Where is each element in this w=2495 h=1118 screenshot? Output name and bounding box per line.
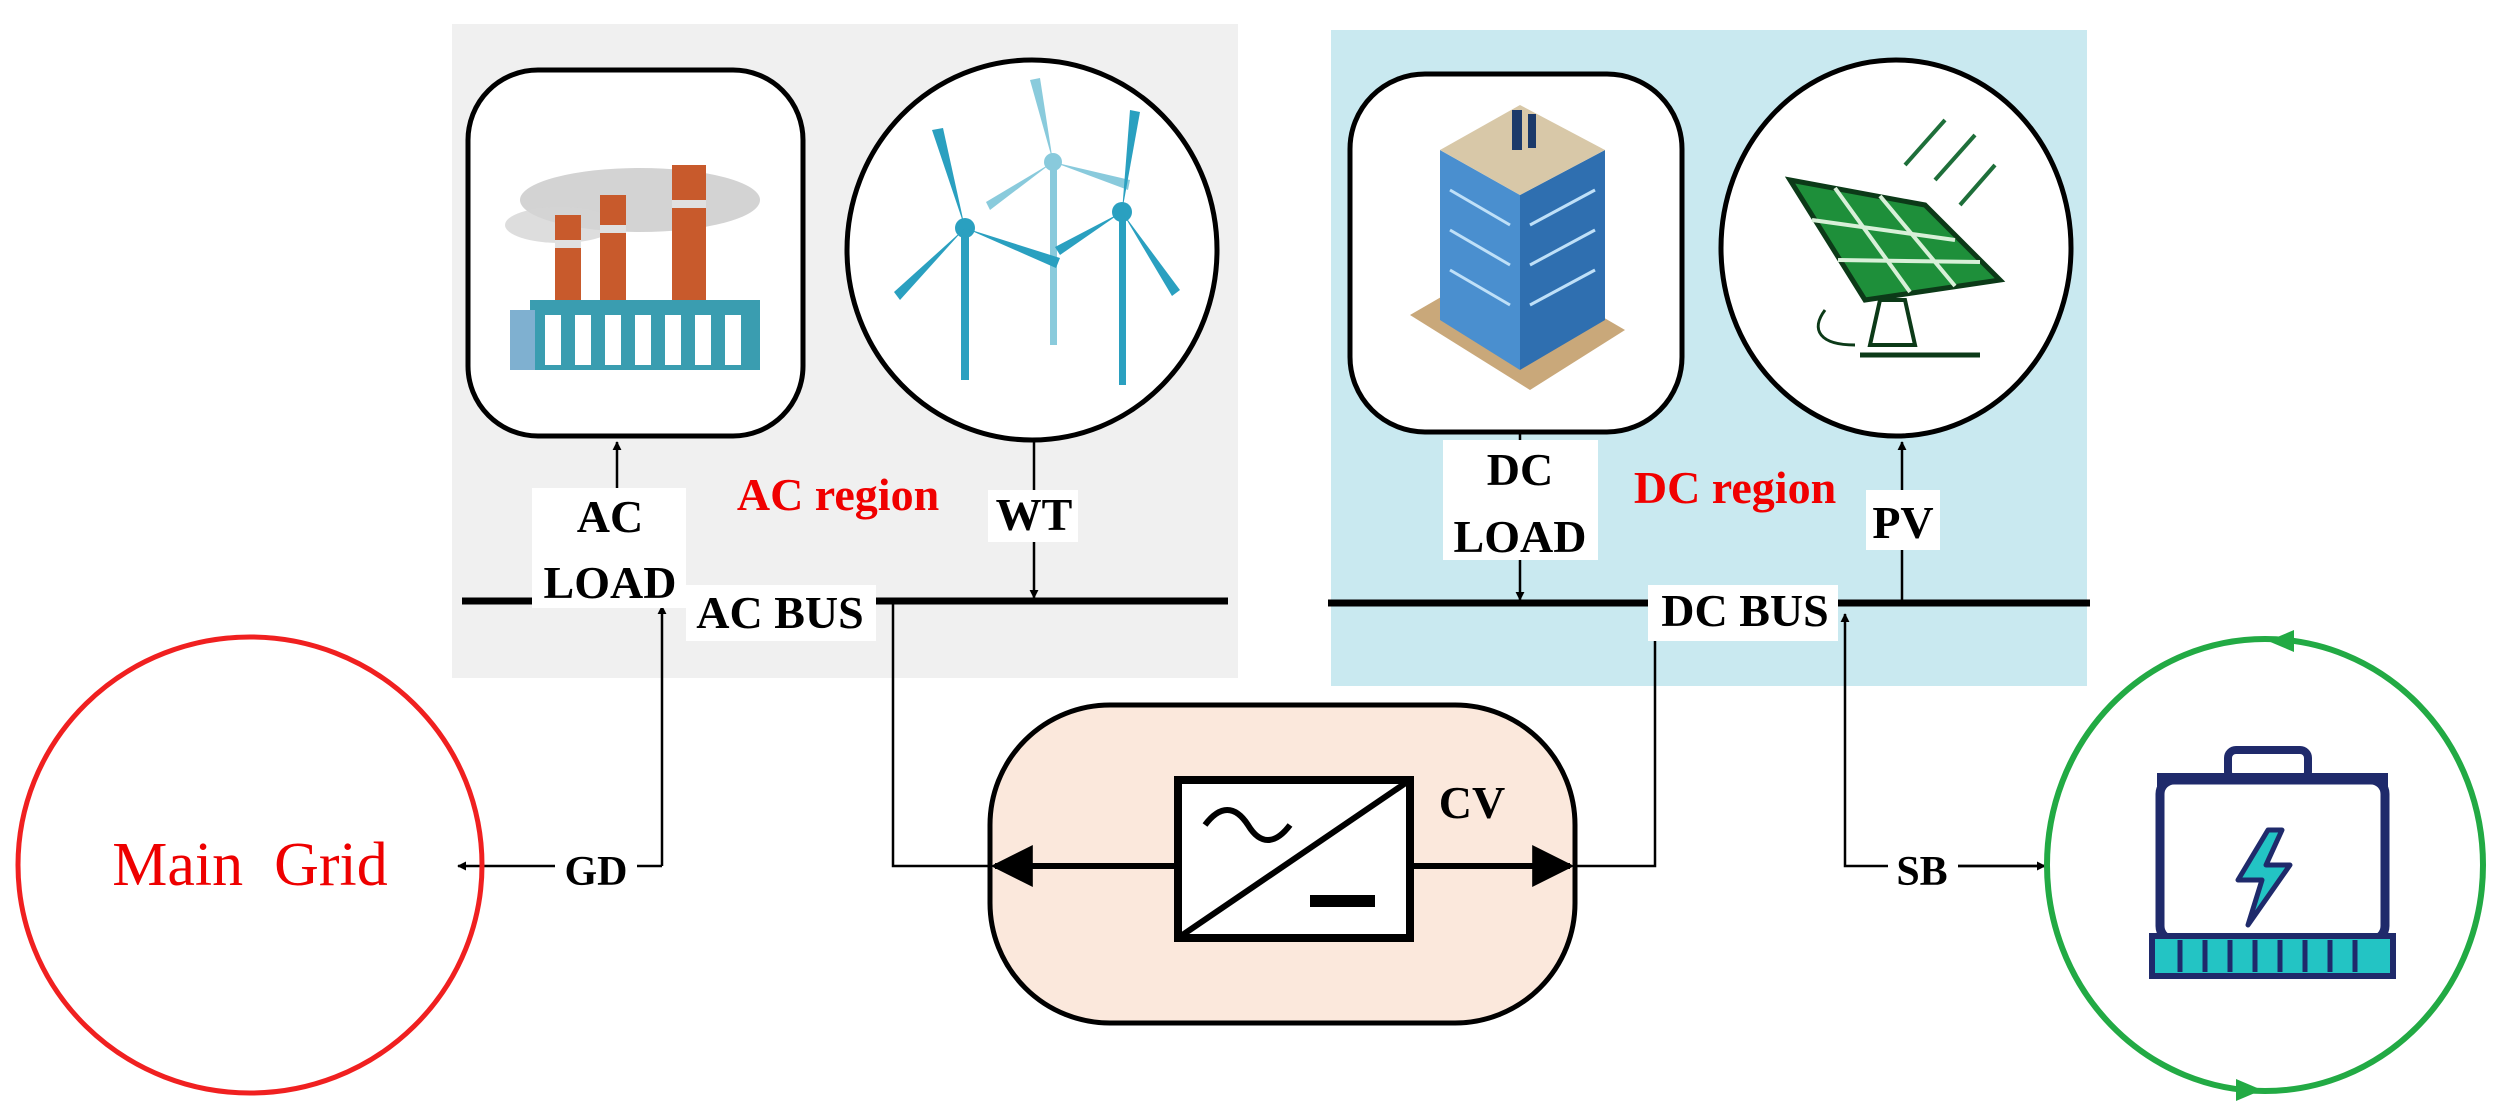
pv-label: PV	[1872, 497, 1933, 548]
wt-label: WT	[996, 489, 1073, 540]
main-grid-label: Main Grid	[112, 831, 388, 899]
dc-load-node	[1347, 71, 1685, 435]
dc-region-label: DC region	[1634, 462, 1836, 513]
factory-icon	[505, 165, 760, 370]
ac-load-label-line2: LOAD	[544, 557, 677, 608]
battery-icon	[2149, 746, 2396, 979]
wind-turbine-icon	[894, 78, 1180, 385]
ac-bus-label: AC BUS	[696, 587, 863, 638]
battery-node	[2044, 630, 2486, 1101]
wt-node	[844, 57, 1220, 443]
converter-label: CV	[1439, 777, 1505, 828]
ac-region-label: AC region	[737, 469, 939, 520]
battery-link-label: SB	[1896, 849, 1947, 895]
main-grid-circle	[15, 634, 485, 1096]
ac-load-label-line1: AC	[577, 491, 643, 542]
building-icon	[1410, 105, 1625, 390]
converter-node	[987, 702, 1578, 1026]
grid-link-label: GD	[565, 849, 628, 895]
pv-node	[1718, 57, 2074, 439]
converter-icon	[1174, 776, 1414, 942]
dc-converter-link	[1575, 603, 1657, 868]
ac-load-node	[465, 67, 806, 439]
ac-converter-link	[891, 603, 990, 868]
dc-load-label-line1: DC	[1487, 444, 1553, 495]
solar-panel-icon	[1784, 118, 2006, 358]
dc-bus-label: DC BUS	[1661, 585, 1828, 636]
dc-load-label-line2: LOAD	[1454, 511, 1587, 562]
